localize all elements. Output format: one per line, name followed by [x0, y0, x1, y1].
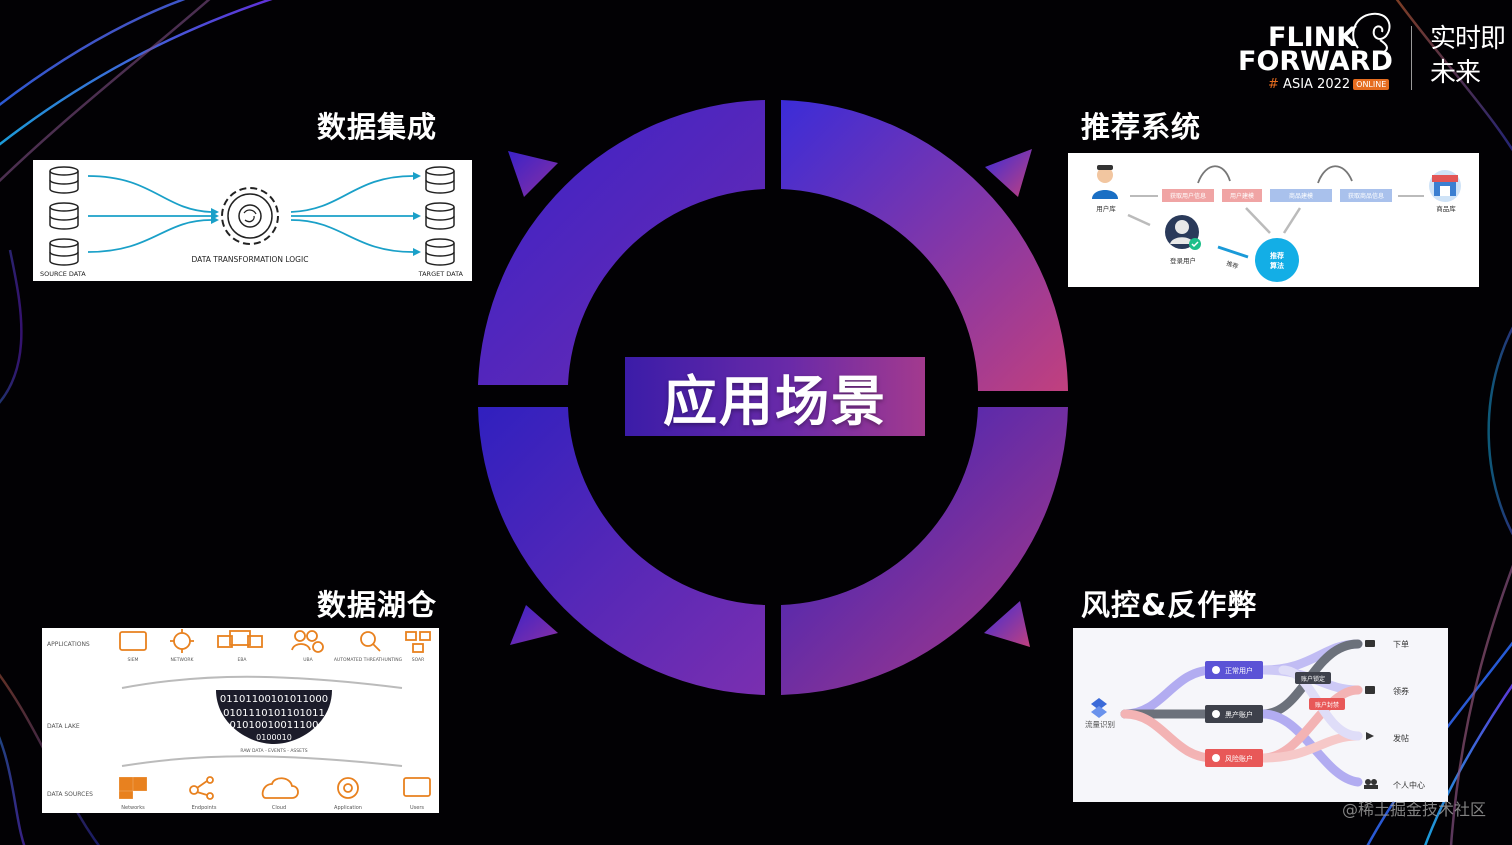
- gear-icon: [221, 187, 279, 245]
- source-database-icons: [49, 166, 79, 266]
- label-intercept: 账户封禁: [1315, 701, 1339, 709]
- arrow-top-left: [508, 151, 558, 197]
- data-lake-bowl: [216, 690, 332, 744]
- squirrel-logo-icon: [1352, 12, 1391, 53]
- label-step2: 用户建模: [1230, 192, 1254, 200]
- watermark: @稀土掘金技术社区: [1341, 800, 1486, 819]
- label-black: 黑产账户: [1225, 710, 1253, 719]
- label-traffic: 流量识别: [1085, 719, 1115, 729]
- heading-recommendation: 推荐系统: [1081, 110, 1202, 144]
- logged-user-avatar: [1165, 215, 1201, 250]
- label-app-2: EBA: [237, 657, 247, 663]
- ring-diagram: [478, 100, 1068, 695]
- heading-lakehouse: 数据湖仓: [317, 588, 438, 622]
- binary-line-1: 0101110101101011: [223, 708, 325, 719]
- ring-segment-bottom-left: [478, 407, 765, 695]
- label-data-sources: DATA SOURCES: [47, 791, 93, 798]
- arrow-bottom-right: [984, 601, 1030, 647]
- label-algo-line2: 算法: [1269, 261, 1284, 270]
- label-source-2: Cloud: [272, 805, 286, 811]
- card-recommendation: 用户库 获取用户信息 用户建模 商品建模 获取商品信息 商品库: [1068, 153, 1479, 287]
- label-logged-user: 登录用户: [1170, 256, 1196, 265]
- binary-line-0: 01101100101011000: [220, 694, 328, 705]
- label-risk: 风险账户: [1225, 754, 1253, 763]
- logo-divider: [1411, 26, 1412, 90]
- label-recommend: 推荐: [1225, 259, 1239, 270]
- logo-cn-line1: 实时即: [1430, 24, 1506, 54]
- heading-data-integration: 数据集成: [317, 110, 438, 144]
- label-source-0: Networks: [121, 805, 145, 811]
- logo-online-badge: ONLINE: [1353, 79, 1390, 90]
- label-transformation: DATA TRANSFORMATION LOGIC: [192, 255, 309, 264]
- label-app-5: SOAR: [412, 657, 425, 663]
- heading-risk-control: 风控&反作弊: [1081, 588, 1258, 622]
- label-data-lake: DATA LAKE: [47, 723, 80, 730]
- pipeline-steps: [1162, 189, 1392, 202]
- label-source-3: Application: [334, 805, 362, 811]
- label-user-db: 用户库: [1096, 204, 1116, 213]
- target-database-icons: [425, 166, 455, 266]
- binary-line-2: 01010010011100: [229, 720, 318, 731]
- label-applications: APPLICATIONS: [47, 641, 90, 648]
- ring-segment-top-left: [478, 100, 765, 385]
- user-icon: [1092, 165, 1118, 199]
- card-lakehouse: APPLICATIONS SIEM NETWORK EBA UBA AUTOMA…: [42, 628, 439, 813]
- label-app-4: AUTOMATED THREATHUNTING: [334, 657, 403, 663]
- store-icon: [1429, 170, 1461, 202]
- label-step4: 获取商品信息: [1348, 192, 1384, 200]
- label-app-0: SIEM: [128, 657, 139, 663]
- card-risk-control: 流量识别 正常用户 黑产账户 风险账户 账户锁定 账户封禁 下单 领券 发帖 个: [1073, 628, 1448, 802]
- arrow-top-right: [985, 149, 1032, 197]
- algorithm-circle: [1255, 238, 1299, 282]
- sankey-flows: [1120, 639, 1363, 787]
- label-lock: 账户锁定: [1301, 675, 1325, 683]
- label-normal: 正常用户: [1225, 666, 1253, 675]
- center-title-box: 应用场景: [625, 357, 925, 436]
- logo-hash: #: [1268, 77, 1279, 92]
- logo-line2: FORWARD: [1238, 46, 1393, 77]
- traffic-icon: [1091, 698, 1107, 718]
- label-app-3: UBA: [303, 657, 313, 663]
- label-app-1: NETWORK: [170, 657, 194, 663]
- label-order: 下单: [1393, 639, 1409, 649]
- label-lake-caption: RAW DATA - EVENTS - ASSETS: [240, 748, 307, 754]
- label-target-data: TARGET DATA: [418, 270, 464, 278]
- logo-line1: FLINK: [1268, 22, 1358, 53]
- card-data-integration: SOURCE DATA DATA TRANSFORMATION LOGIC TA…: [33, 160, 472, 281]
- flow-lines: [87, 175, 414, 253]
- right-icons: [1364, 640, 1378, 789]
- label-post: 发帖: [1393, 733, 1409, 743]
- application-icons: [119, 629, 431, 653]
- logo-cn-line2: 未来: [1430, 58, 1481, 88]
- label-source-data: SOURCE DATA: [40, 270, 86, 278]
- ring-segment-bottom-right: [781, 407, 1068, 695]
- logo-sub-text: ASIA 2022: [1283, 77, 1351, 92]
- label-item-db: 商品库: [1436, 204, 1456, 213]
- label-algo-line1: 推荐: [1270, 251, 1284, 260]
- source-icons: [119, 776, 431, 800]
- center-title: 应用场景: [663, 370, 887, 433]
- label-step1: 获取用户信息: [1170, 192, 1206, 200]
- label-source-4: Users: [410, 805, 424, 811]
- label-source-1: Endpoints: [192, 805, 217, 811]
- label-coupon: 领券: [1393, 686, 1409, 696]
- binary-line-3: 0100010: [256, 733, 292, 742]
- arrow-bottom-left: [510, 605, 558, 645]
- label-profile: 个人中心: [1393, 780, 1425, 790]
- label-step3: 商品建模: [1289, 192, 1313, 200]
- ring-segment-top-right: [781, 100, 1068, 391]
